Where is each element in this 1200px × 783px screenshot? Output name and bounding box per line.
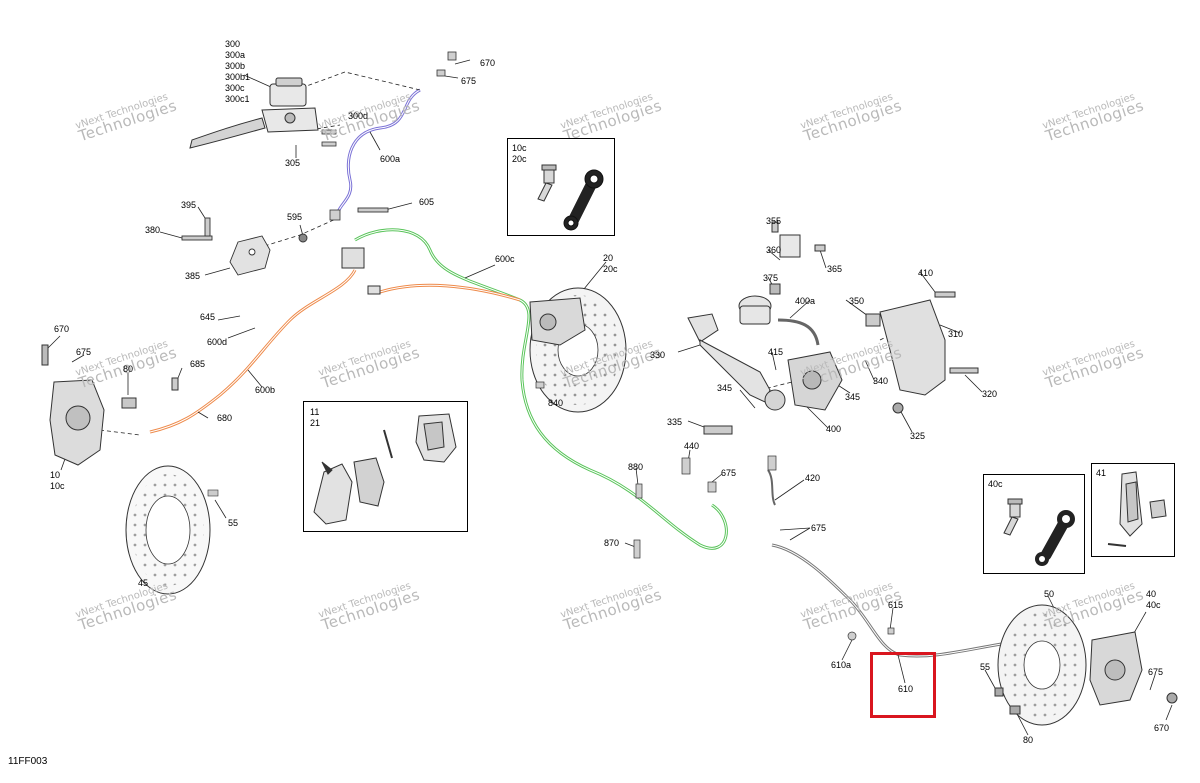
part-label: 365 <box>827 264 843 274</box>
part-label: 400a <box>795 296 816 306</box>
part-label: 605 <box>419 197 435 207</box>
part-label: 55 <box>980 662 991 672</box>
brake-pedal-330 <box>687 313 786 435</box>
inset-pads-front: 11 21 <box>303 401 468 532</box>
part-label: 600d <box>207 337 228 347</box>
part-label: 410 <box>918 268 934 278</box>
part-label: 600b <box>255 385 276 395</box>
part-label: 675 <box>461 76 477 86</box>
part-label: 305 <box>285 158 301 168</box>
part-label: 20 <box>603 253 614 263</box>
part-label: 300c1 <box>225 94 250 104</box>
front-left-disc <box>125 465 219 595</box>
part-label: 355 <box>766 216 782 226</box>
inset-label: 21 <box>310 418 321 428</box>
brake-pads-icon <box>313 413 457 525</box>
part-label: 80 <box>123 364 134 374</box>
part-label: 300 <box>225 39 241 49</box>
part-label: 680 <box>217 413 233 423</box>
bleeder-icon <box>537 164 604 231</box>
part-label: 840 <box>548 398 564 408</box>
part-label: 55 <box>228 518 239 528</box>
part-label: 345 <box>845 392 861 402</box>
proportioning-valve <box>341 247 381 295</box>
part-label: 670 <box>54 324 70 334</box>
part-label: 615 <box>888 600 904 610</box>
brake-pads-icon <box>1107 471 1167 547</box>
part-label: 320 <box>982 389 998 399</box>
part-label: 10 <box>50 470 61 480</box>
part-label: 675 <box>76 347 92 357</box>
part-label: 300c <box>225 83 245 93</box>
part-label: 880 <box>628 462 644 472</box>
front-master-cylinder <box>189 77 319 149</box>
part-label: 610 <box>898 684 914 694</box>
part-label: 45 <box>138 578 149 588</box>
part-label: 20c <box>603 264 618 274</box>
rear-disc <box>997 604 1087 726</box>
part-label: 325 <box>910 431 926 441</box>
rear-caliper <box>994 631 1178 715</box>
support-310 <box>865 291 979 414</box>
part-label: 380 <box>145 225 161 235</box>
part-label: 345 <box>717 383 733 393</box>
rear-master-cylinder <box>769 221 843 411</box>
part-label: 685 <box>190 359 206 369</box>
part-label: 610a <box>831 660 852 670</box>
part-label: 595 <box>287 212 303 222</box>
part-label: 330 <box>650 350 666 360</box>
front-right-caliper <box>529 297 586 346</box>
front-left-caliper <box>41 344 179 466</box>
part-label: 420 <box>805 473 821 483</box>
inset-label: 20c <box>512 154 527 164</box>
part-label: 350 <box>849 296 865 306</box>
inset-bleeder-rear: 40c <box>983 474 1085 574</box>
inset-label: 11 <box>310 407 320 417</box>
part-label: 300d <box>348 111 369 121</box>
inset-label: 41 <box>1096 468 1107 478</box>
part-label: 675 <box>721 468 737 478</box>
part-label: 600c <box>495 254 515 264</box>
part-label: 80 <box>1023 735 1034 745</box>
part-label: 300b <box>225 61 246 71</box>
part-label: 675 <box>1148 667 1164 677</box>
part-label: 400 <box>826 424 842 434</box>
inset-bleeder-front: 10c 20c <box>507 138 615 236</box>
part-label: 50 <box>1044 589 1055 599</box>
part-label: 395 <box>181 200 197 210</box>
part-label: 670 <box>480 58 496 68</box>
part-label: 385 <box>185 271 201 281</box>
part-label: 375 <box>763 273 779 283</box>
part-label: 40c <box>1146 600 1161 610</box>
inset-label: 40c <box>988 479 1003 489</box>
part-label: 645 <box>200 312 216 322</box>
bracket-385 <box>181 207 389 276</box>
reservoir-400a <box>738 295 820 346</box>
bleeder-icon <box>1003 498 1075 566</box>
part-label: 440 <box>684 441 700 451</box>
highlight-box <box>870 652 936 718</box>
inset-label: 10c <box>512 143 527 153</box>
part-label: 335 <box>667 417 683 427</box>
part-label: 10c <box>50 481 65 491</box>
part-label: 675 <box>811 523 827 533</box>
inset-pads-rear: 41 <box>1091 463 1175 557</box>
part-label: 40 <box>1146 589 1157 599</box>
part-label: 600a <box>380 154 401 164</box>
part-label: 415 <box>768 347 784 357</box>
part-label: 310 <box>948 329 964 339</box>
part-label: 340 <box>873 376 889 386</box>
part-label: 300b1 <box>225 72 251 82</box>
part-label: 360 <box>766 245 782 255</box>
part-label: 300a <box>225 50 246 60</box>
part-label: 870 <box>604 538 620 548</box>
figure-reference: 11FF003 <box>8 756 48 767</box>
part-label: 670 <box>1154 723 1170 733</box>
